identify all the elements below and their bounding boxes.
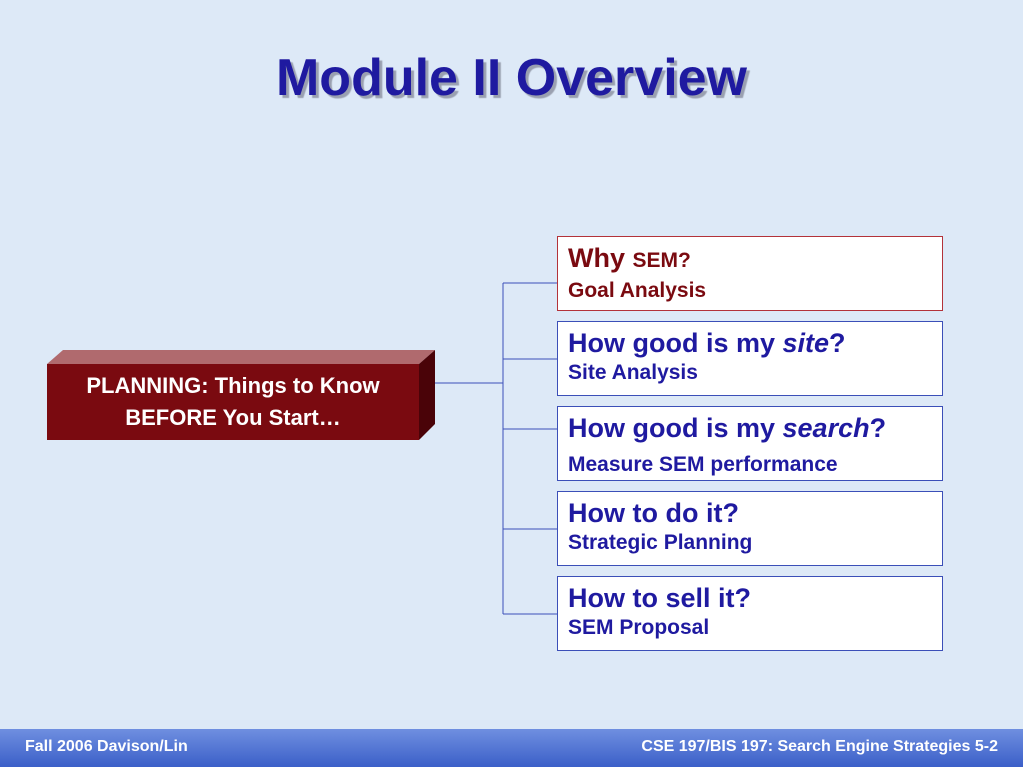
footer-bar: Fall 2006 Davison/Lin CSE 197/BIS 197: S…	[0, 729, 1023, 767]
item-subtitle: Goal Analysis	[568, 279, 707, 302]
planning-box-shape	[47, 350, 435, 440]
slide-title: Module II Overview	[275, 49, 748, 107]
item-search: How good is my search? Measure SEM perfo…	[557, 406, 943, 481]
item-subtitle: Measure SEM performance	[568, 453, 838, 476]
planning-box: PLANNING: Things to Know BEFORE You Star…	[47, 350, 435, 440]
item-question: How to sell it?	[568, 583, 752, 613]
footer-left: Fall 2006 Davison/Lin	[25, 738, 188, 755]
question-small-text: SEM?	[632, 249, 691, 272]
item-question: Why SEM?	[568, 241, 932, 278]
question-text: How good is my	[568, 328, 783, 358]
item-how-to-do: How to do it? Strategic Planning	[557, 491, 943, 566]
item-site: How good is my site? Site Analysis	[557, 321, 943, 396]
planning-line-1: PLANNING: Things to Know	[86, 373, 380, 398]
question-italic-text: search	[782, 413, 870, 443]
item-subtitle: Strategic Planning	[568, 531, 753, 554]
item-subtitle: SEM Proposal	[568, 616, 710, 639]
item-how-to-sell: How to sell it? SEM Proposal	[557, 576, 943, 651]
planning-text: PLANNING: Things to Know BEFORE You Star…	[47, 370, 419, 434]
item-question: How good is my search?	[568, 411, 932, 445]
item-subtitle: Site Analysis	[568, 361, 698, 384]
question-text: How good is my	[568, 413, 783, 443]
item-question: How good is my site?	[568, 326, 932, 360]
item-why-sem: Why SEM? Goal Analysis	[557, 236, 943, 311]
item-question: How to do it?	[568, 498, 739, 528]
footer-right: CSE 197/BIS 197: Search Engine Strategie…	[641, 738, 998, 755]
question-end-text: ?	[829, 328, 846, 358]
question-italic-text: site	[782, 328, 830, 358]
question-end-text: ?	[869, 413, 887, 443]
question-text: Why	[568, 243, 625, 273]
planning-line-2: BEFORE You Start…	[125, 405, 341, 430]
